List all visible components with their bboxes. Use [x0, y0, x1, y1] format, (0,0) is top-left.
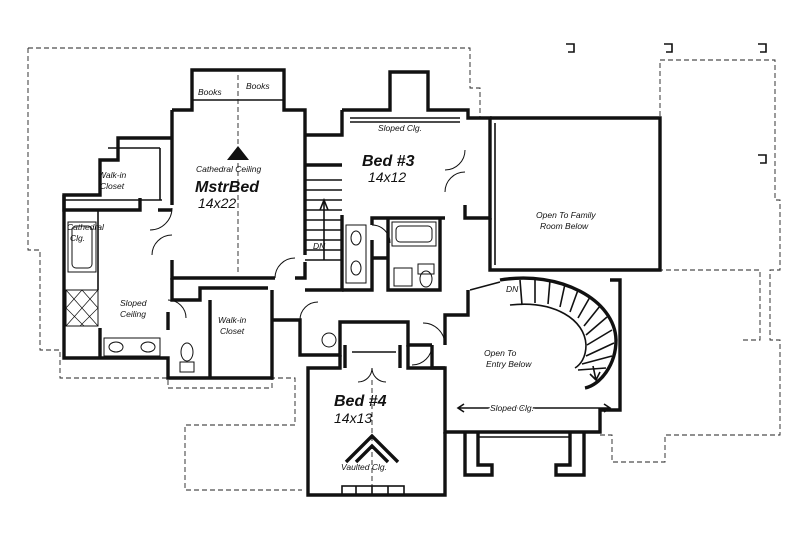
bath-alcove-line1: Cathedral — [67, 222, 105, 232]
books-left-label: Books — [198, 87, 222, 97]
entry-door — [422, 322, 446, 346]
open-family-line1: Open To Family — [536, 210, 596, 220]
open-entry-line2: Entry Below — [486, 359, 532, 369]
bathtub — [67, 221, 97, 273]
lower-floor-outline — [27, 47, 781, 491]
bed3-sinks — [345, 224, 367, 284]
hall-closet-door — [299, 301, 319, 321]
master-bath-walls — [62, 195, 274, 380]
bath-alcove-line2: Clg. — [70, 233, 85, 243]
bed3-toilet — [417, 263, 435, 288]
curved-stair — [499, 276, 618, 390]
stair-down-upper — [305, 179, 342, 261]
bed3-closet-door — [444, 149, 466, 193]
vaulted-ceiling-chevron — [344, 433, 400, 464]
bath-ceiling-line2: Ceiling — [120, 309, 146, 319]
bed3-shelf — [350, 117, 460, 123]
open-family-walls — [488, 116, 662, 272]
door-master-entry — [274, 257, 296, 279]
open-entry-line1: Open To — [484, 348, 517, 358]
master-bedroom-walls — [172, 68, 307, 255]
bed4-size-label: 14x13 — [334, 410, 372, 426]
master-size-label: 14x22 — [198, 195, 236, 211]
bed4-entry-door — [411, 344, 433, 366]
walkin1-line1: Walk-in — [98, 170, 126, 180]
stair-landing — [469, 281, 501, 291]
bed3-bath-walls — [372, 218, 442, 292]
labels: Books Books Cathedral Ceiling MstrBed 14… — [67, 81, 596, 472]
cathedral-ceiling-arrow — [227, 146, 249, 160]
vanity-sinks — [103, 337, 161, 357]
bed3-entry-door — [371, 224, 391, 244]
shower-stall — [65, 289, 99, 327]
master-name-label: MstrBed — [195, 179, 260, 196]
stair-dn-label: DN — [313, 241, 326, 251]
sloped-ceiling-arrow — [456, 403, 612, 413]
bed3-tub-inner — [395, 225, 433, 243]
open-family-line2: Room Below — [540, 221, 589, 231]
door-closet2 — [167, 299, 187, 319]
walkin1-line2: Closet — [100, 181, 125, 191]
bed4-closet-sides — [343, 345, 402, 368]
bed3-walls — [342, 70, 492, 292]
bed4-closet-door — [357, 367, 387, 383]
front-columns — [463, 432, 586, 477]
bed3-name-label: Bed #3 — [362, 153, 415, 170]
bed4-name-label: Bed #4 — [334, 393, 387, 410]
bed4-window-mullions — [355, 486, 389, 495]
bed3-tub — [391, 221, 437, 247]
bed3-size-label: 14x12 — [368, 169, 406, 185]
master-ceiling-label: Cathedral Ceiling — [196, 164, 261, 174]
bed4-walls — [306, 355, 447, 497]
closet-left-rod — [64, 147, 162, 201]
bathtub-inner — [71, 225, 93, 269]
hall-closet-walls — [272, 318, 432, 357]
bed4-closet-wall — [406, 345, 445, 370]
walkin-closet-left-walls — [62, 136, 172, 212]
open-entry-ceiling-label: Sloped Clg. — [490, 403, 534, 413]
books-right-label: Books — [246, 81, 270, 91]
bed4-window — [341, 485, 405, 496]
lower-floor-outline-inner — [658, 269, 761, 341]
bed3-linen — [393, 267, 413, 287]
bath-ceiling-line1: Sloped — [120, 298, 147, 308]
door-master-bath — [149, 207, 173, 256]
walkin2-line2: Closet — [220, 326, 245, 336]
bed3-ceiling-label: Sloped Clg. — [378, 123, 422, 133]
walkin2-line1: Walk-in — [218, 315, 246, 325]
toilet-master — [179, 342, 195, 373]
bed4-ceiling-label: Vaulted Clg. — [341, 462, 387, 472]
curved-stair-dn-label: DN — [506, 284, 519, 294]
hall-fixture — [321, 332, 337, 348]
corner-marks — [566, 43, 767, 164]
hall-stair-walls — [305, 110, 344, 167]
